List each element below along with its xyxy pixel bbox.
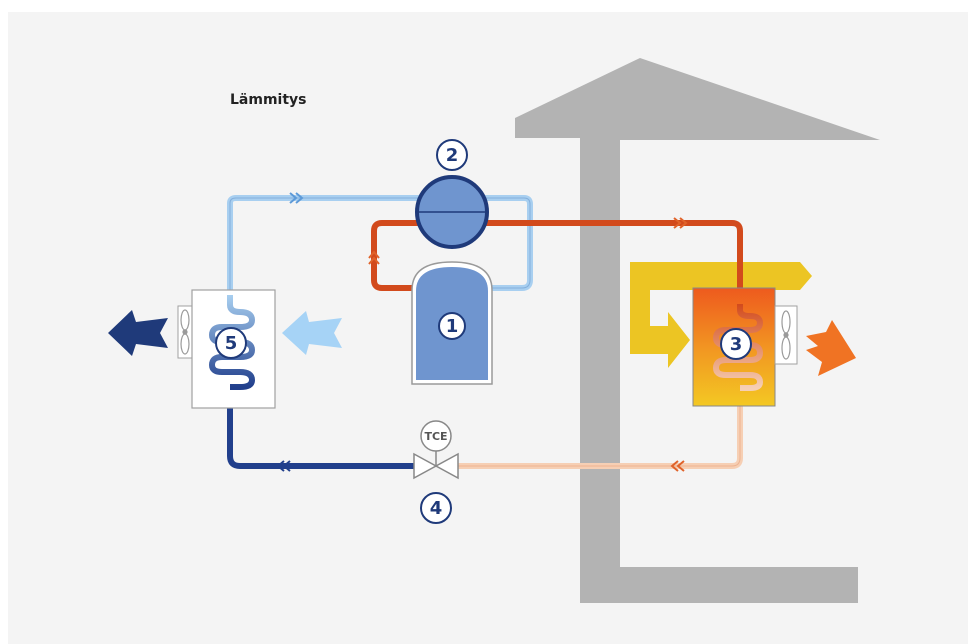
outdoor-unit: 5 <box>177 289 276 409</box>
valve-tag: TCE <box>424 430 447 443</box>
flow-chevron-icon <box>673 217 688 229</box>
expansion-valve-icon: TCE 4 <box>413 420 459 524</box>
hot-pipe <box>371 220 743 304</box>
warm-air-out-arrow <box>806 320 856 376</box>
flow-chevron-icon <box>670 460 685 472</box>
outdoor-unit-number: 5 <box>225 333 238 354</box>
flow-chevron-icon <box>368 250 380 265</box>
house-roof <box>515 58 880 153</box>
fan-icon <box>781 310 791 360</box>
indoor-unit: 3 <box>692 287 798 407</box>
outdoor-air-in-arrow <box>282 311 342 355</box>
flow-chevron-icon <box>276 460 291 472</box>
compressor-number: 2 <box>446 145 459 166</box>
flow-chevron-icon <box>289 192 304 204</box>
fan-icon <box>180 309 190 355</box>
tank-number: 1 <box>446 316 459 337</box>
diagram-title: Lämmitys <box>230 92 307 108</box>
cold-pipe <box>227 385 414 469</box>
cold-air-out-arrow <box>108 310 168 356</box>
valve-number: 4 <box>430 498 443 519</box>
house-wall <box>580 140 858 603</box>
indoor-unit-number: 3 <box>730 334 743 355</box>
